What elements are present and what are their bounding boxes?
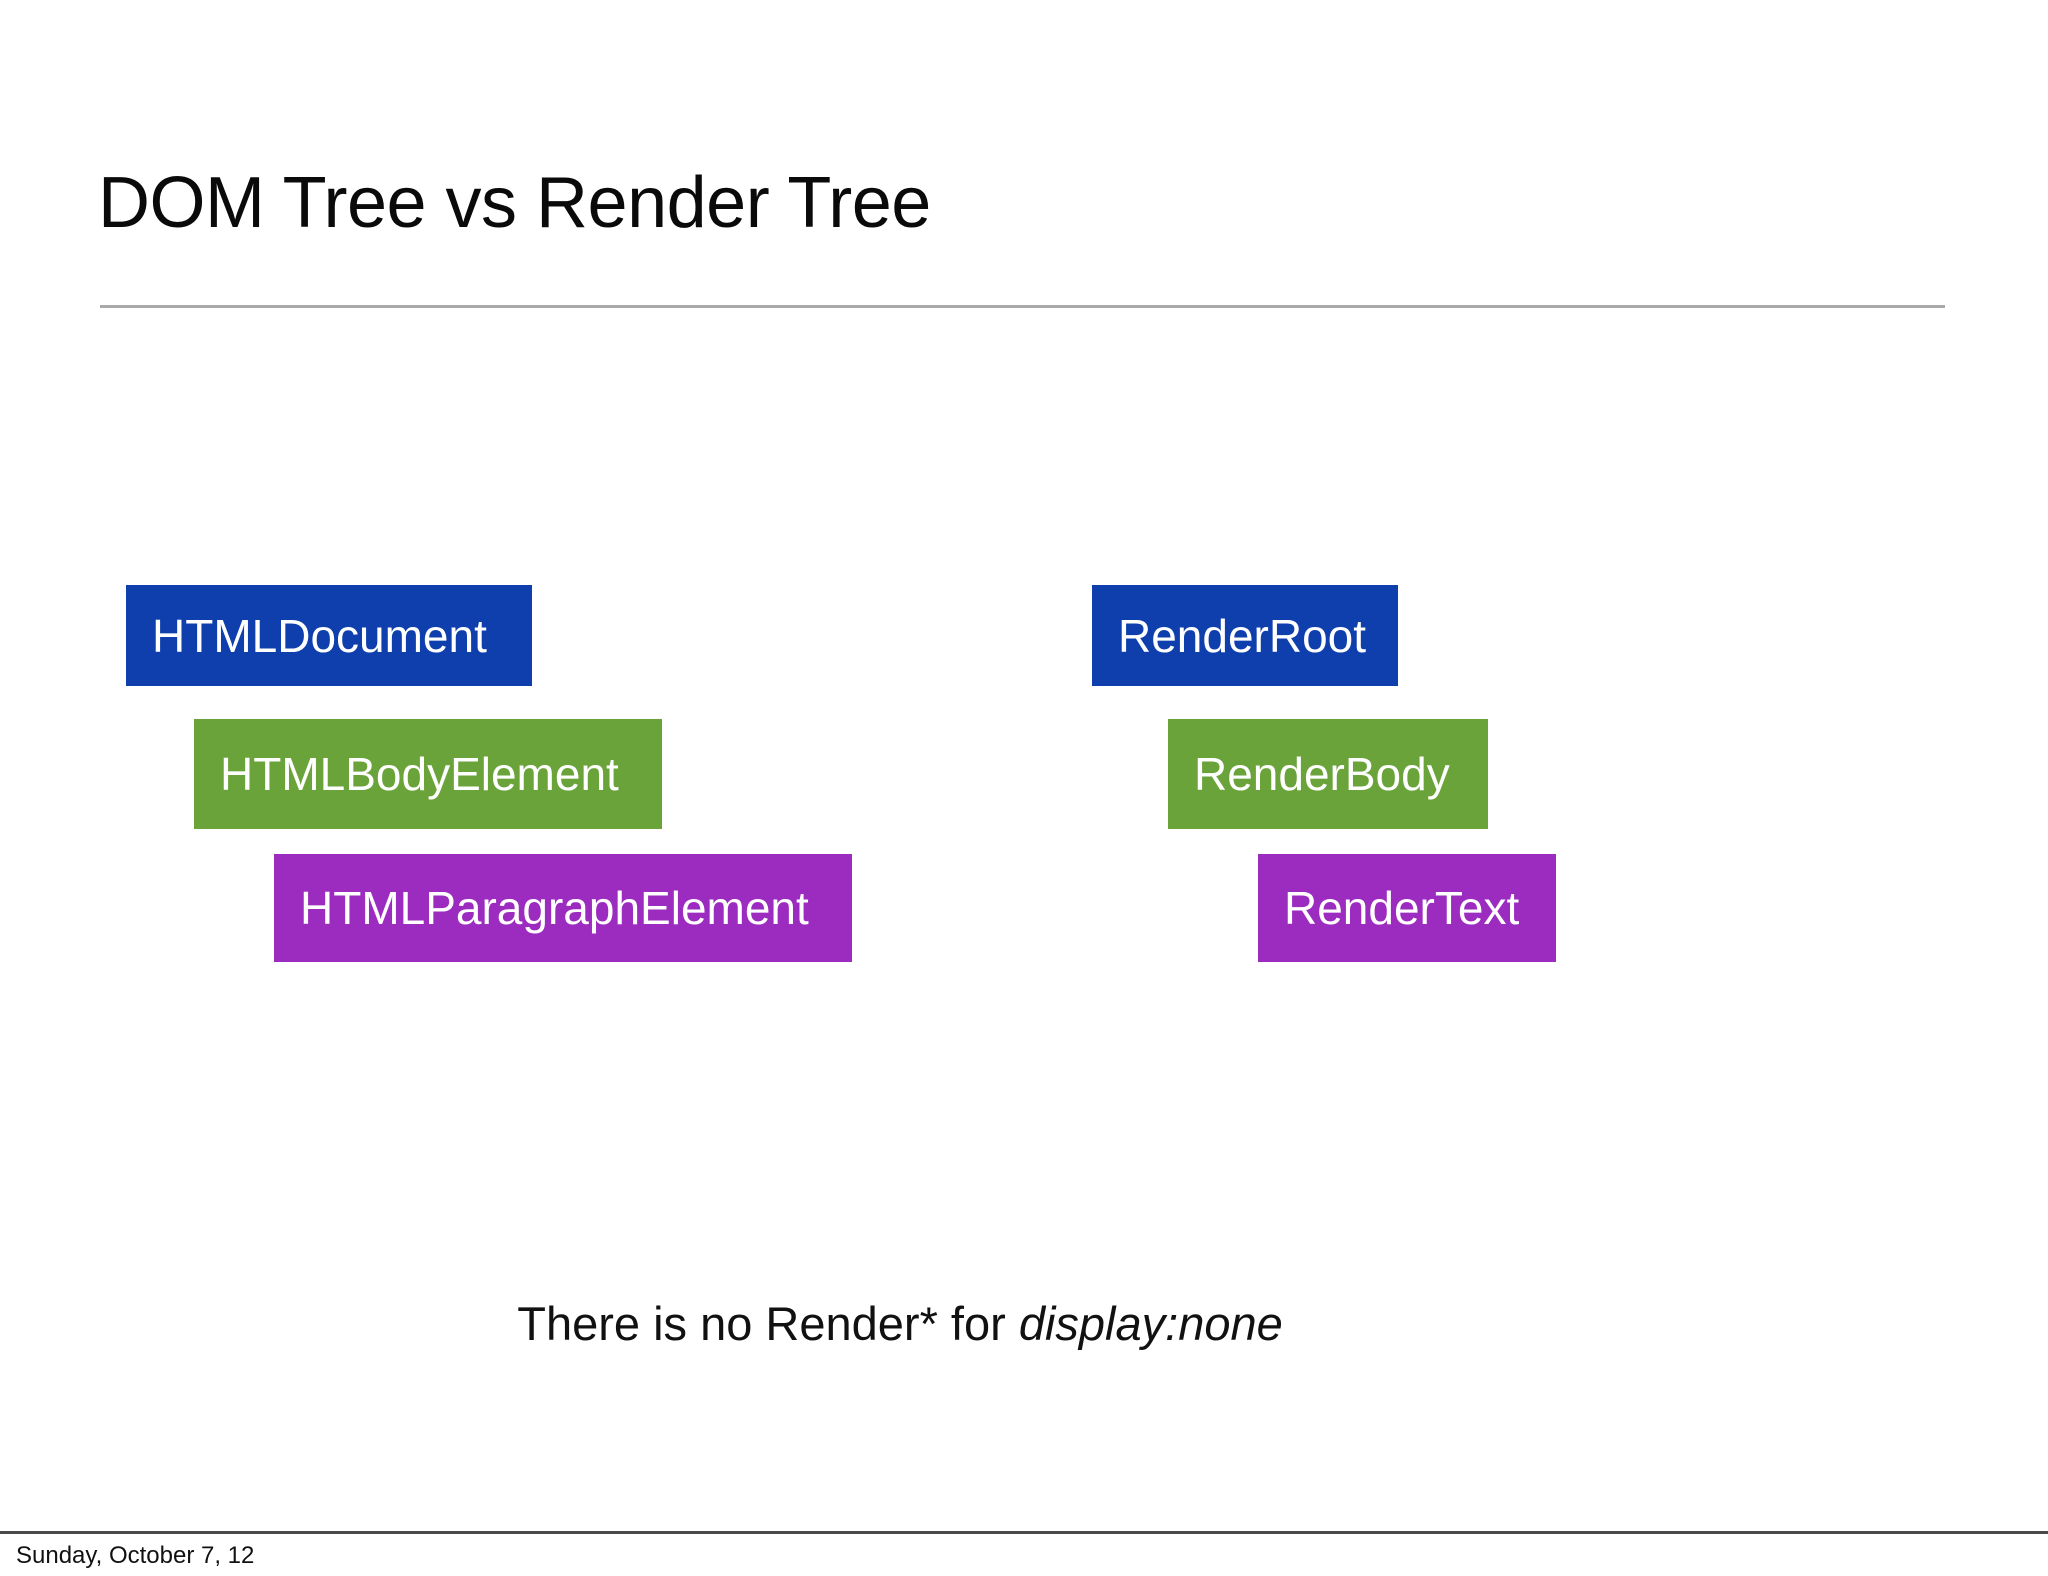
title-divider [100,305,1945,308]
dom-node-htmldocument: HTMLDocument [126,585,532,686]
dom-node-htmlbodyelement: HTMLBodyElement [194,719,662,829]
render-node-rendertext: RenderText [1258,854,1556,962]
footer-date: Sunday, October 7, 12 [16,1542,255,1569]
page-title: DOM Tree vs Render Tree [98,163,931,243]
slide-caption: There is no Render* for display:none [0,1296,1800,1352]
caption-emphasis: display:none [1018,1297,1283,1350]
caption-prefix: There is no Render* for [517,1297,1019,1350]
render-node-renderbody: RenderBody [1168,719,1488,829]
render-node-renderroot: RenderRoot [1092,585,1398,686]
dom-node-htmlparagraphelement: HTMLParagraphElement [274,854,852,962]
footer-divider [0,1531,2048,1534]
